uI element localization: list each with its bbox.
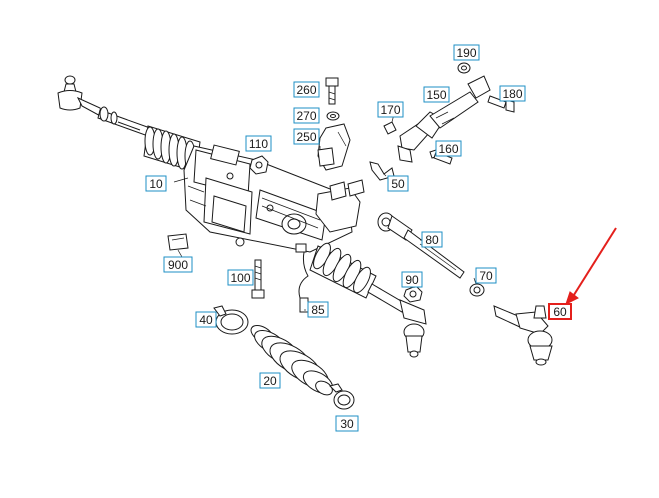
callout-100[interactable]: 100 <box>227 269 254 286</box>
callout-label-85: 85 <box>311 303 325 317</box>
callout-label-180: 180 <box>502 87 522 101</box>
callout-label-250: 250 <box>296 130 316 144</box>
washer-part-190 <box>457 62 471 74</box>
callout-box-270[interactable] <box>293 107 320 124</box>
callout-label-80: 80 <box>425 233 439 247</box>
callout-label-50: 50 <box>391 177 405 191</box>
clamp-part-40 <box>213 305 249 335</box>
left-tie-rod-assembly <box>57 75 151 137</box>
left-rack-boot <box>143 125 201 173</box>
callout-150[interactable]: 150 <box>423 86 450 103</box>
callout-40[interactable]: 40 <box>195 311 217 328</box>
nut-part-90 <box>403 285 423 303</box>
callout-250[interactable]: 250 <box>293 128 320 145</box>
callout-box-10[interactable] <box>145 175 167 192</box>
boot-part-20 <box>250 324 334 396</box>
callout-label-150: 150 <box>426 88 446 102</box>
callout-90[interactable]: 90 <box>401 271 423 288</box>
callout-label-90: 90 <box>405 273 419 287</box>
callout-10[interactable]: 10 <box>145 175 167 192</box>
callout-label-40: 40 <box>199 313 213 327</box>
callout-50[interactable]: 50 <box>387 175 409 192</box>
callout-label-10: 10 <box>149 177 163 191</box>
washer-part-270 <box>326 111 340 121</box>
callout-box-50[interactable] <box>387 175 409 192</box>
callout-60[interactable]: 60 <box>548 303 572 320</box>
highlight-arrow <box>565 227 617 305</box>
callout-30[interactable]: 30 <box>335 415 359 432</box>
bracket-part-250 <box>317 123 351 171</box>
nut-part-70 <box>469 283 485 297</box>
callout-box-60[interactable] <box>548 303 572 320</box>
rack-housing <box>183 144 365 253</box>
callout-label-110: 110 <box>249 137 268 151</box>
callout-label-100: 100 <box>230 271 250 285</box>
callout-190[interactable]: 190 <box>453 44 480 61</box>
outer-tie-rod-end-part-60 <box>493 305 553 366</box>
callout-label-170: 170 <box>380 103 400 117</box>
callout-900[interactable]: 900 <box>163 256 193 273</box>
callout-box-190[interactable] <box>453 44 480 61</box>
callout-box-110[interactable] <box>245 135 272 152</box>
callout-170[interactable]: 170 <box>377 101 404 118</box>
callout-label-190: 190 <box>456 46 476 60</box>
callout-label-160: 160 <box>438 142 458 156</box>
callout-110[interactable]: 110 <box>245 135 272 152</box>
callout-box-160[interactable] <box>435 140 462 157</box>
nut-part-110 <box>249 155 269 175</box>
callout-20[interactable]: 20 <box>259 372 281 389</box>
callout-label-260: 260 <box>296 83 316 97</box>
callout-270[interactable]: 270 <box>293 107 320 124</box>
bolt-part-100 <box>251 259 265 299</box>
callout-label-270: 270 <box>296 109 316 123</box>
callout-labels: 190 260 180 150 270 170 250 110 160 10 50 80 900 100 9… <box>145 44 572 432</box>
callout-box-40[interactable] <box>195 311 217 328</box>
callout-label-60: 60 <box>553 305 567 319</box>
callout-box-80[interactable] <box>421 231 443 248</box>
sensor-part-85 <box>295 243 309 313</box>
callout-box-250[interactable] <box>293 128 320 145</box>
steering-shaft-assembly <box>383 75 491 163</box>
callout-box-70[interactable] <box>475 267 497 284</box>
bolt-part-260 <box>325 77 339 105</box>
callout-box-100[interactable] <box>227 269 254 286</box>
callout-label-30: 30 <box>340 417 354 431</box>
callout-label-900: 900 <box>168 258 188 272</box>
clamp-part-30 <box>329 383 355 410</box>
callout-label-70: 70 <box>479 269 493 283</box>
callout-70[interactable]: 70 <box>475 267 497 284</box>
callout-box-30[interactable] <box>335 415 359 432</box>
callout-260[interactable]: 260 <box>293 81 320 98</box>
callout-box-20[interactable] <box>259 372 281 389</box>
callout-box-900[interactable] <box>163 256 193 273</box>
callout-box-85[interactable] <box>307 301 329 318</box>
right-rack-boot <box>309 242 377 299</box>
right-tie-rod-on-rack <box>367 283 427 358</box>
callout-85[interactable]: 85 <box>307 301 329 318</box>
callout-box-170[interactable] <box>377 101 404 118</box>
callout-180[interactable]: 180 <box>499 85 526 102</box>
callout-label-20: 20 <box>263 374 277 388</box>
callout-box-150[interactable] <box>423 86 450 103</box>
callout-box-180[interactable] <box>499 85 526 102</box>
inner-tie-rod-part-80 <box>377 212 465 279</box>
callout-160[interactable]: 160 <box>435 140 462 157</box>
clip-part-900 <box>167 233 189 251</box>
callout-box-260[interactable] <box>293 81 320 98</box>
callout-box-90[interactable] <box>401 271 423 288</box>
callout-80[interactable]: 80 <box>421 231 443 248</box>
